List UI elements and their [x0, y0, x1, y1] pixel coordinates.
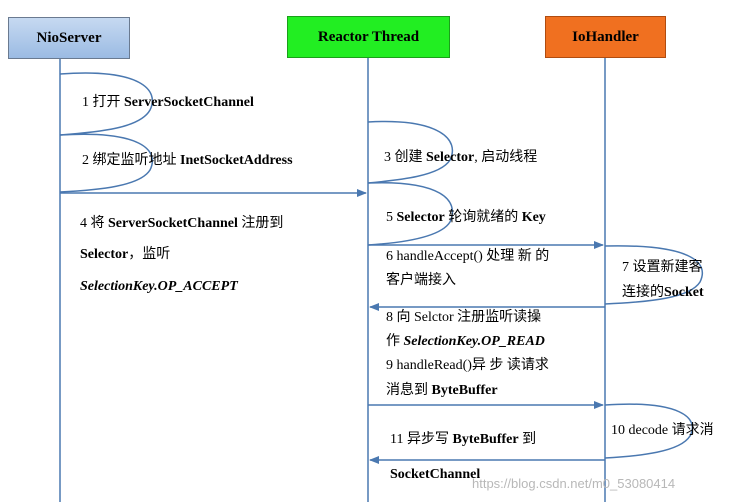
step-2-label: 2 绑定监听地址 InetSocketAddress — [82, 152, 293, 170]
step-3-post: , 启动线程 — [474, 150, 538, 165]
step-4-listen: ，监听 — [128, 247, 171, 262]
watermark-text: https://blog.csdn.net/m0_53080414 — [472, 476, 676, 491]
step-7-line-1: 7 设置新建客 — [622, 260, 703, 275]
step-4-post: 注册到 — [237, 216, 284, 231]
step-9-line-1: 9 handleRead()异 步 读请求 — [386, 358, 549, 373]
step-2-text: 2 绑定监听地址 — [82, 153, 180, 168]
step-1-text: 1 打开 — [82, 95, 124, 110]
loop-step-1 — [59, 72, 154, 136]
step-8-line-2: 作 SelectionKey.OP_READ — [386, 333, 545, 351]
reactor-thread-label: Reactor Thread — [317, 28, 420, 45]
nio-server-box: NioServer — [8, 17, 130, 59]
loop-step-10 — [604, 403, 694, 459]
step-10-post: 消 — [699, 423, 714, 438]
step-7-bold: Socket — [664, 285, 704, 300]
step-6-line-2: 客户端接入 — [386, 273, 456, 288]
step-11-line-1: 11 异步写 ByteBuffer 到 — [390, 431, 536, 449]
step-5-label: 5 Selector 轮询就绪的 Key — [386, 209, 546, 227]
step-9-bold: ByteBuffer — [431, 383, 498, 398]
step-11-bold: ByteBuffer — [452, 432, 519, 447]
step-8-line-1: 8 向 Selctor 注册监听读操 — [386, 310, 542, 325]
step-5-post: 轮询就绪的 — [444, 210, 522, 225]
step-11-line-2: SocketChannel — [390, 466, 480, 484]
step-3-text: 3 创建 — [384, 150, 426, 165]
step-6-line-1: 6 handleAccept() 处理 新 的 — [386, 249, 550, 264]
io-handler-box: IoHandler — [545, 16, 666, 58]
reactor-thread-box: Reactor Thread — [287, 16, 450, 58]
step-3-bold: Selector — [426, 150, 475, 165]
step-4-line-2: Selector，监听 — [80, 246, 170, 264]
step-11-text: 11 异步写 — [390, 432, 453, 447]
step-5-bold: Selector — [396, 210, 445, 225]
step-7-line-2: 连接的Socket — [622, 284, 735, 302]
step-1-bold: ServerSocketChannel — [124, 95, 254, 110]
step-9-text: 消息到 — [386, 383, 432, 398]
step-9-line-2: 消息到 ByteBuffer — [386, 382, 498, 400]
step-10-label: 10 decode 请求消 — [611, 422, 735, 440]
loop-step-7 — [604, 245, 704, 305]
step-4-selector: Selector — [80, 247, 129, 262]
step-3-label: 3 创建 Selector, 启动线程 — [384, 149, 537, 167]
loop-step-3 — [367, 120, 454, 184]
loop-step-2 — [59, 133, 154, 193]
step-7-text: 连接的 — [622, 285, 664, 300]
step-11-socketchannel: SocketChannel — [390, 467, 481, 482]
step-10-text: 10 decode 请求 — [611, 423, 700, 438]
step-5-key: Key — [521, 210, 546, 225]
io-handler-label: IoHandler — [572, 28, 639, 45]
loop-step-5 — [367, 181, 454, 246]
step-4-bold: ServerSocketChannel — [108, 216, 238, 231]
step-8-op-read: SelectionKey.OP_READ — [403, 334, 545, 349]
nio-server-label: NioServer — [36, 29, 102, 46]
step-4-line-1: 4 将 ServerSocketChannel 注册到 — [80, 215, 283, 233]
step-11-post: 到 — [518, 432, 537, 447]
step-4-line-3: SelectionKey.OP_ACCEPT — [80, 279, 238, 294]
step-2-bold: InetSocketAddress — [180, 153, 293, 168]
step-5-text: 5 — [386, 210, 397, 225]
step-1-label: 1 打开 ServerSocketChannel — [82, 94, 254, 112]
step-4-text: 4 将 — [80, 216, 108, 231]
step-8-text: 作 — [386, 334, 404, 349]
